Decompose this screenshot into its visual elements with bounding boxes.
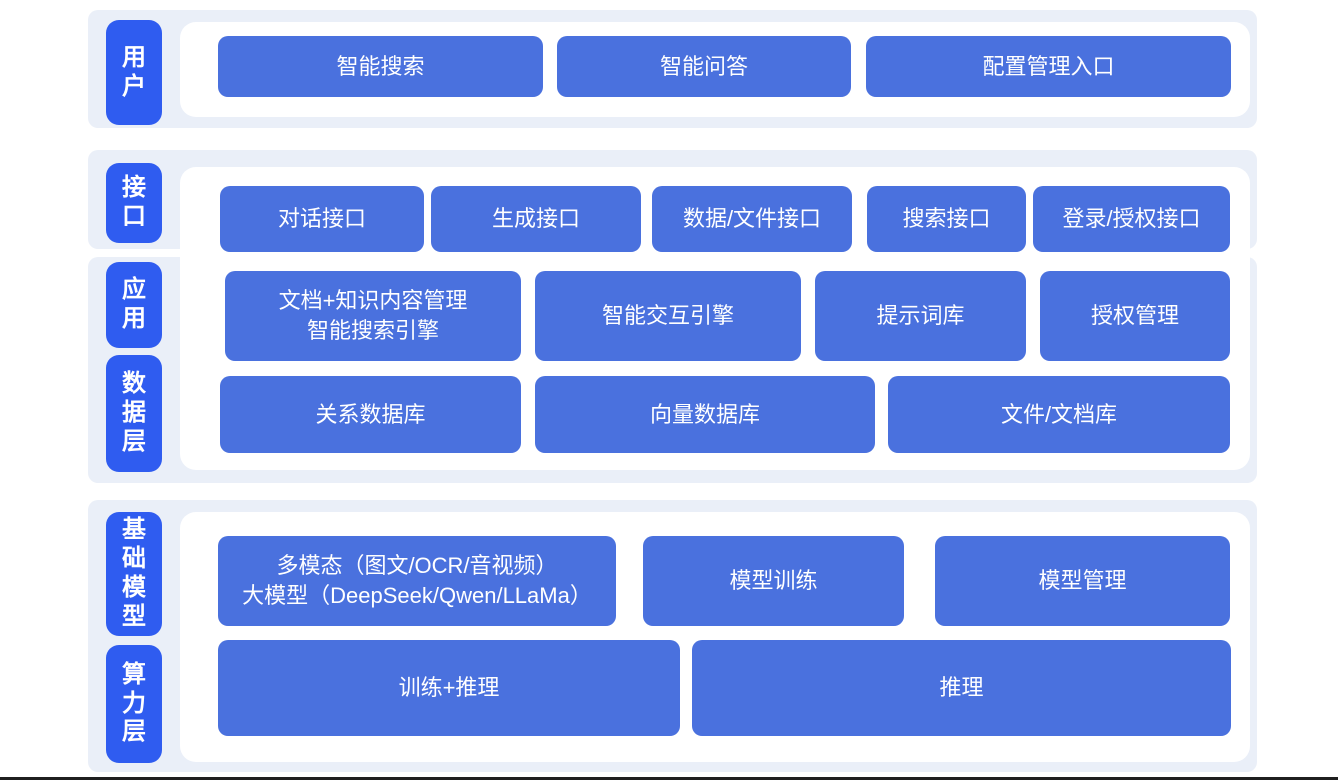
block-login-auth-api: 登录/授权接口 [1033, 186, 1230, 252]
layer-label-model: 基础模型 [106, 512, 162, 636]
block-doc-knowledge-search-engine: 文档+知识内容管理 智能搜索引擎 [225, 271, 521, 361]
layer-label-app: 应用 [106, 262, 162, 348]
layer-label-compute: 算力层 [106, 645, 162, 763]
block-inference: 推理 [692, 640, 1231, 736]
block-doc-knowledge-line2: 智能搜索引擎 [306, 318, 439, 343]
block-relational-db: 关系数据库 [220, 376, 521, 453]
block-training-inference: 训练+推理 [218, 640, 680, 736]
layer-label-user: 用户 [106, 20, 162, 125]
block-doc-knowledge-line1: 文档+知识内容管理 [278, 288, 468, 314]
block-file-doc-store: 文件/文档库 [888, 376, 1230, 453]
block-model-training: 模型训练 [643, 536, 904, 626]
block-search-api: 搜索接口 [867, 186, 1026, 252]
block-generation-api: 生成接口 [431, 186, 641, 252]
block-multimodal-llm: 多模态（图文/OCR/音视频） 大模型（DeepSeek/Qwen/LLaMa） [218, 536, 616, 626]
block-multimodal-llm-line2: 大模型（DeepSeek/Qwen/LLaMa） [242, 583, 592, 608]
bottom-rule [0, 777, 1338, 780]
block-prompt-library: 提示词库 [815, 271, 1026, 361]
block-intelligent-qa: 智能问答 [557, 36, 851, 97]
block-vector-db: 向量数据库 [535, 376, 875, 453]
block-auth-management: 授权管理 [1040, 271, 1230, 361]
layer-label-interface: 接口 [106, 163, 162, 243]
block-dialog-api: 对话接口 [220, 186, 424, 252]
block-intelligent-search: 智能搜索 [218, 36, 543, 97]
layer-label-data: 数据层 [106, 355, 162, 472]
block-interactive-engine: 智能交互引擎 [535, 271, 801, 361]
block-data-file-api: 数据/文件接口 [652, 186, 852, 252]
block-config-management-entry: 配置管理入口 [866, 36, 1231, 97]
block-model-management: 模型管理 [935, 536, 1230, 626]
block-multimodal-llm-line1: 多模态（图文/OCR/音视频） [276, 553, 558, 579]
